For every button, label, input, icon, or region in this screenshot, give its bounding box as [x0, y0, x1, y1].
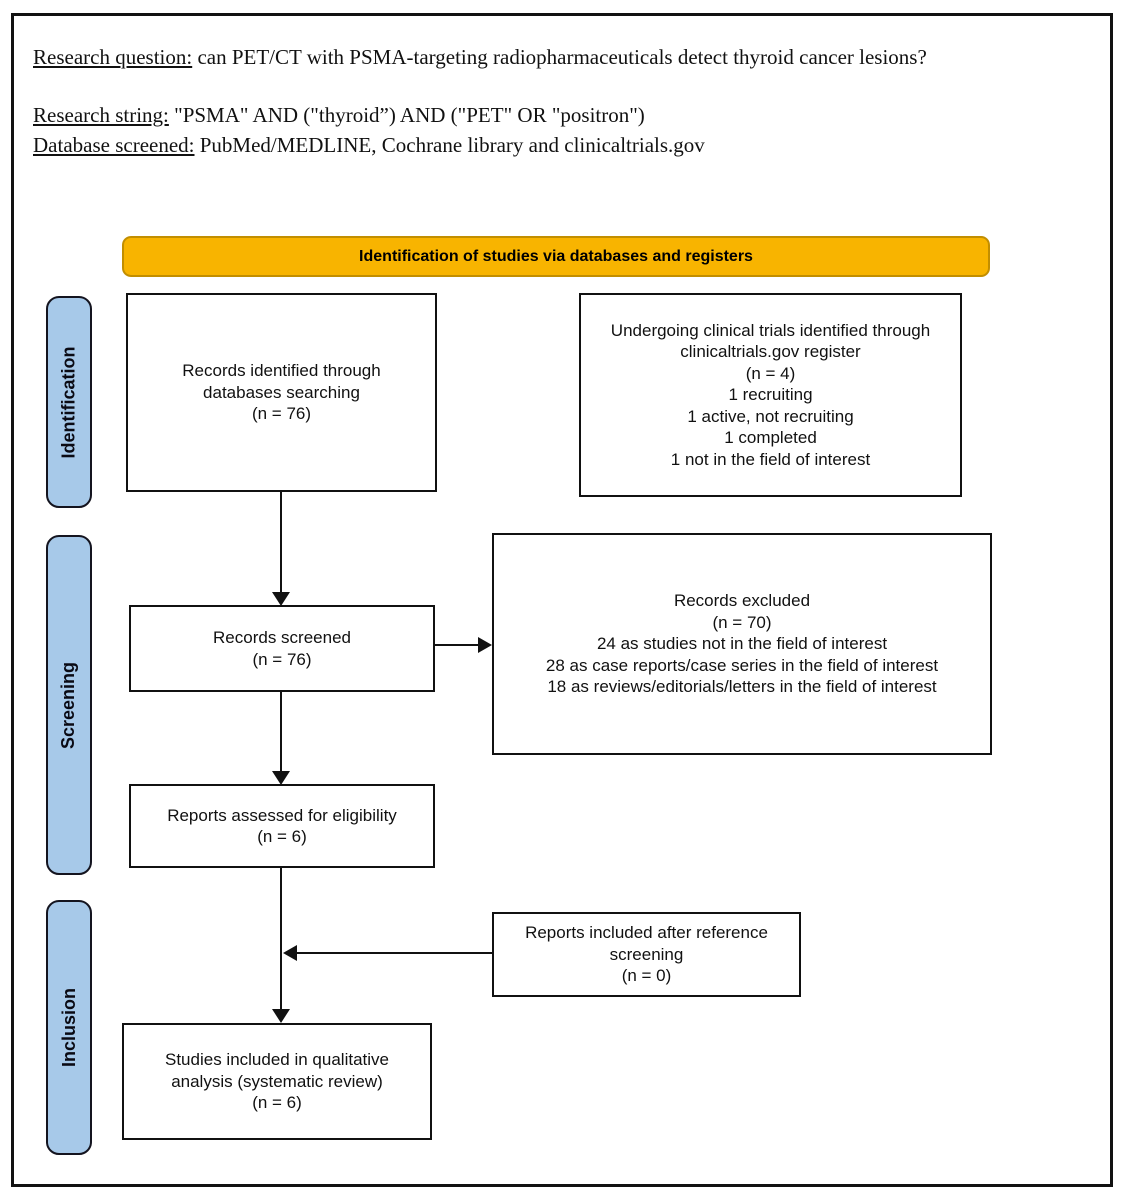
arrow-identified-to-screened-head-icon: [272, 592, 290, 606]
arrow-screened-to-excluded-head-icon: [478, 637, 492, 653]
box-reports-assessed: Reports assessed for eligibility (n = 6): [129, 784, 435, 868]
research-string-line: Research string: "PSMA" AND ("thyroid”) …: [33, 103, 645, 128]
database-screened-label: Database screened:: [33, 133, 195, 157]
research-question-text: can PET/CT with PSMA-targeting radiophar…: [192, 45, 927, 69]
stage-label-inclusion: Inclusion: [58, 987, 79, 1068]
research-string-text: "PSMA" AND ("thyroid”) AND ("PET" OR "po…: [168, 103, 645, 127]
box-studies-included: Studies included in qualitative analysis…: [122, 1023, 432, 1140]
database-screened-text: PubMed/MEDLINE, Cochrane library and cli…: [194, 133, 705, 157]
figure-border: [11, 13, 1113, 1187]
arrow-assessed-to-included-head-icon: [272, 1009, 290, 1023]
arrow-reference-to-mainline-line: [296, 952, 492, 954]
research-question-line: Research question: can PET/CT with PSMA-…: [33, 45, 927, 70]
research-question-label: Research question:: [33, 45, 193, 69]
arrow-reference-to-mainline-head-icon: [283, 945, 297, 961]
arrow-screened-to-assessed-line: [280, 692, 282, 773]
research-string-label: Research string:: [33, 103, 169, 127]
arrow-identified-to-screened-line: [280, 492, 282, 593]
arrow-screened-to-assessed-head-icon: [272, 771, 290, 785]
box-reports-reference-screening: Reports included after reference screeni…: [492, 912, 801, 997]
box-records-excluded: Records excluded (n = 70) 24 as studies …: [492, 533, 992, 755]
arrow-screened-to-excluded-line: [435, 644, 479, 646]
box-records-screened: Records screened (n = 76): [129, 605, 435, 692]
database-screened-line: Database screened: PubMed/MEDLINE, Cochr…: [33, 133, 705, 158]
box-records-identified: Records identified through databases sea…: [126, 293, 437, 492]
stage-bar-inclusion: Inclusion: [46, 900, 92, 1155]
box-clinical-trials: Undergoing clinical trials identified th…: [579, 293, 962, 497]
stage-label-identification: Identification: [58, 346, 79, 458]
banner-identification-of-studies: Identification of studies via databases …: [122, 236, 990, 277]
arrow-assessed-to-included-line: [280, 868, 282, 1010]
stage-bar-screening: Screening: [46, 535, 92, 875]
stage-bar-identification: Identification: [46, 296, 92, 508]
stage-label-screening: Screening: [58, 661, 79, 749]
